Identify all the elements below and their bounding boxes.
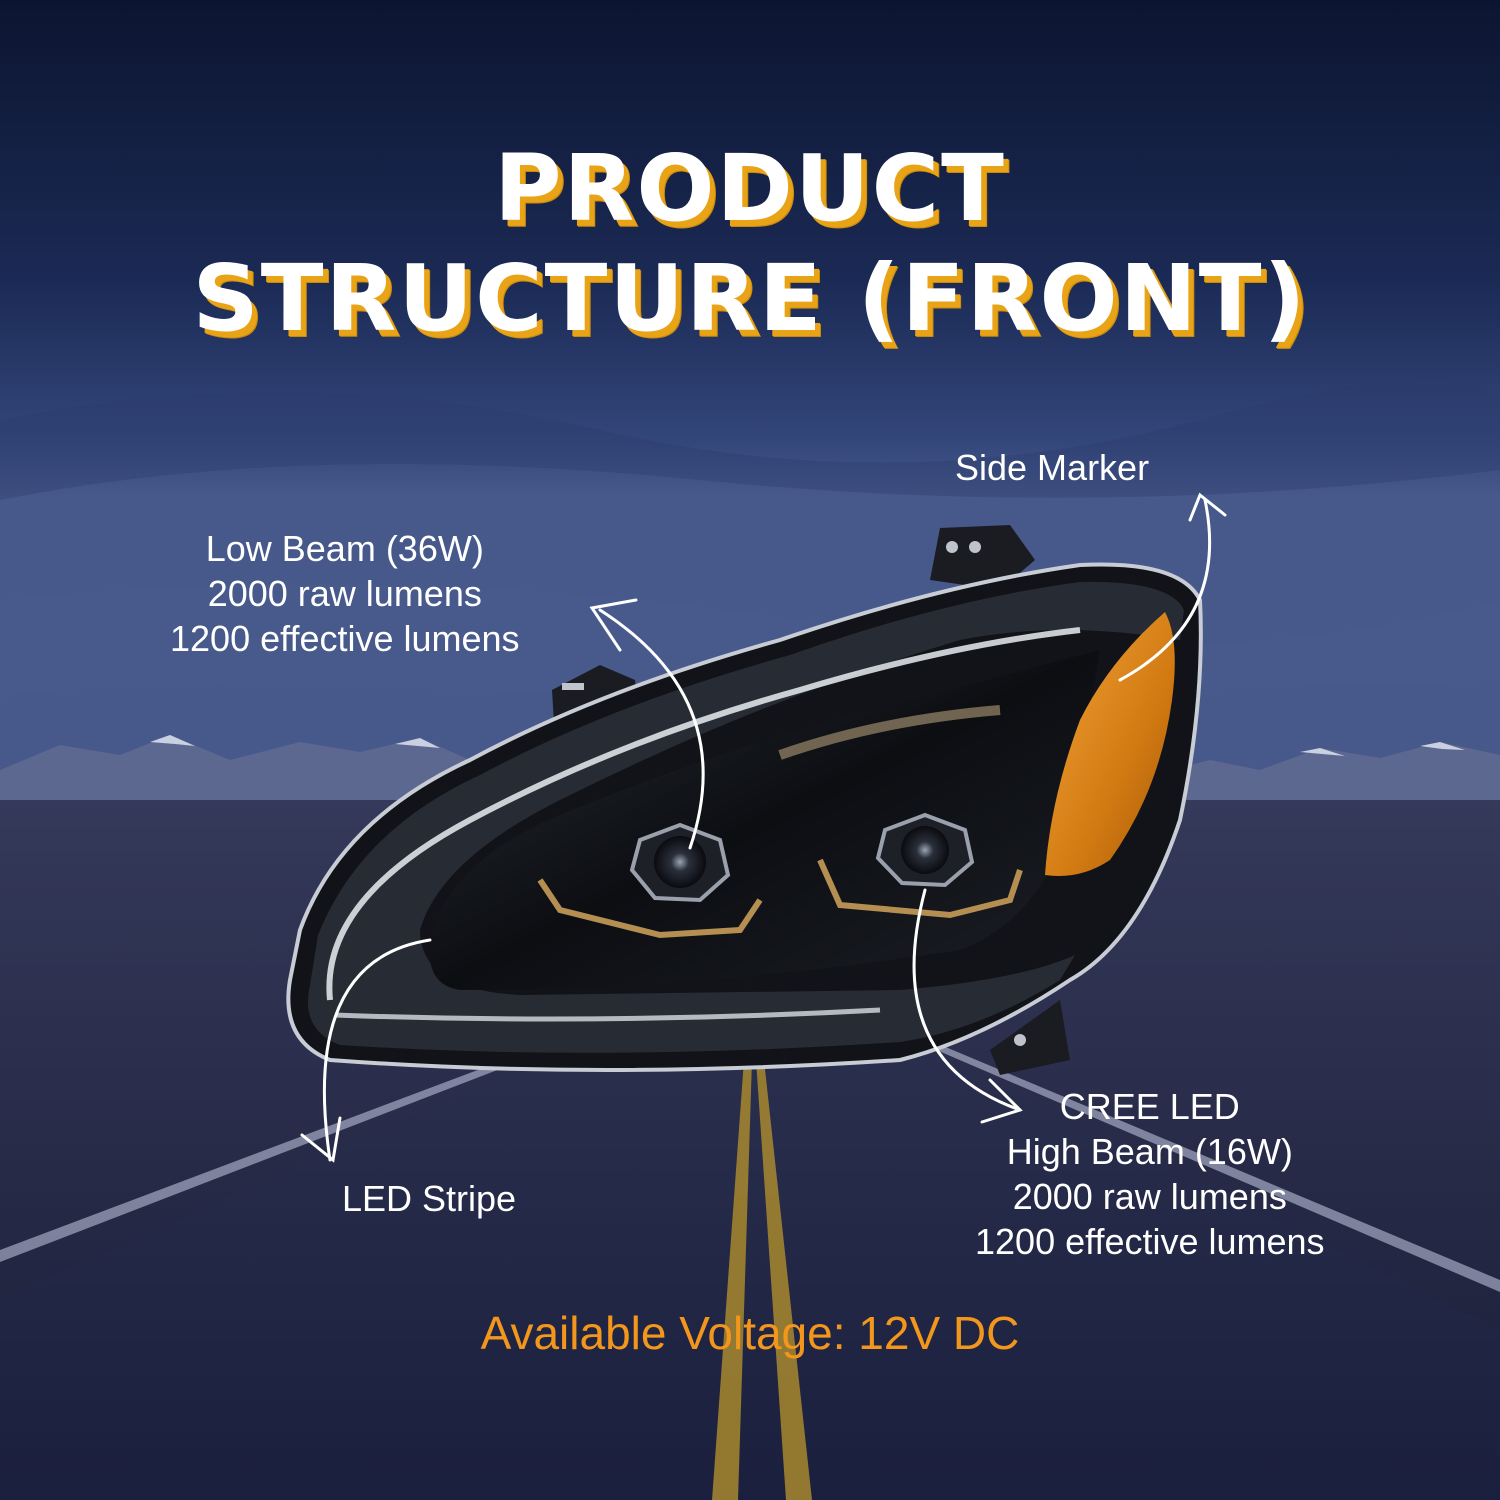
- chrome-strip: [778, 705, 1001, 760]
- chrome-accent: [817, 858, 1023, 919]
- high-beam-raw-lumens: 2000 raw lumens: [1012, 1176, 1287, 1217]
- low-beam-effective-lumens: 1200 effective lumens: [170, 618, 520, 659]
- page-title-line-1: PRODUCT: [494, 135, 1006, 242]
- callout-side-marker: Side Marker: [955, 445, 1149, 490]
- high-beam-title: High Beam (16W): [1006, 1131, 1293, 1172]
- low-beam-raw-lumens: 2000 raw lumens: [207, 573, 482, 614]
- mounting-bracket: [930, 525, 1035, 590]
- low-beam-projector: [629, 822, 731, 903]
- chrome-accent: [537, 878, 763, 939]
- callout-high-beam: CREE LED High Beam (16W) 2000 raw lumens…: [975, 1084, 1325, 1264]
- high-beam-projector: [875, 812, 975, 888]
- mounting-bracket: [990, 1000, 1070, 1075]
- lamp-inner: [429, 650, 1100, 990]
- road: [0, 990, 1500, 1500]
- led-stripe-label: LED Stripe: [342, 1178, 517, 1219]
- high-beam-brand: CREE LED: [1059, 1086, 1240, 1127]
- callout-arrows: [300, 492, 1227, 1163]
- side-marker-arrow: [1118, 498, 1212, 682]
- amber-side-marker: [1045, 612, 1175, 876]
- led-stripe-arrowhead: [300, 1116, 342, 1163]
- high-beam-effective-lumens: 1200 effective lumens: [975, 1221, 1325, 1262]
- side-marker-label: Side Marker: [955, 447, 1150, 488]
- center-line: [712, 1060, 752, 1500]
- high-beam-arrow: [912, 888, 1022, 1112]
- center-line: [756, 1060, 812, 1500]
- voltage-info: Available Voltage: 12V DC: [480, 1307, 1020, 1359]
- low-beam-arrow: [598, 608, 705, 850]
- mountain-snow: [150, 735, 1465, 756]
- road-edge-right: [806, 990, 1500, 1292]
- cloud-band: [0, 377, 1500, 500]
- headlamp: [286, 525, 1203, 1075]
- led-stripe-arrow: [322, 938, 432, 1162]
- high-beam-arrowhead: [980, 1078, 1023, 1124]
- low-beam-title: Low Beam (36W): [205, 528, 484, 569]
- lens-rim: [308, 581, 1184, 1053]
- low-beam-arrowhead: [589, 598, 638, 652]
- callout-low-beam: Low Beam (36W) 2000 raw lumens 1200 effe…: [170, 526, 520, 661]
- callout-led-stripe: LED Stripe: [342, 1176, 516, 1221]
- side-marker-arrowhead: [1188, 492, 1227, 522]
- page-title-line-2: STRUCTURE (FRONT): [192, 245, 1308, 352]
- led-stripe: [334, 1007, 881, 1022]
- led-stripe: [326, 627, 1081, 1001]
